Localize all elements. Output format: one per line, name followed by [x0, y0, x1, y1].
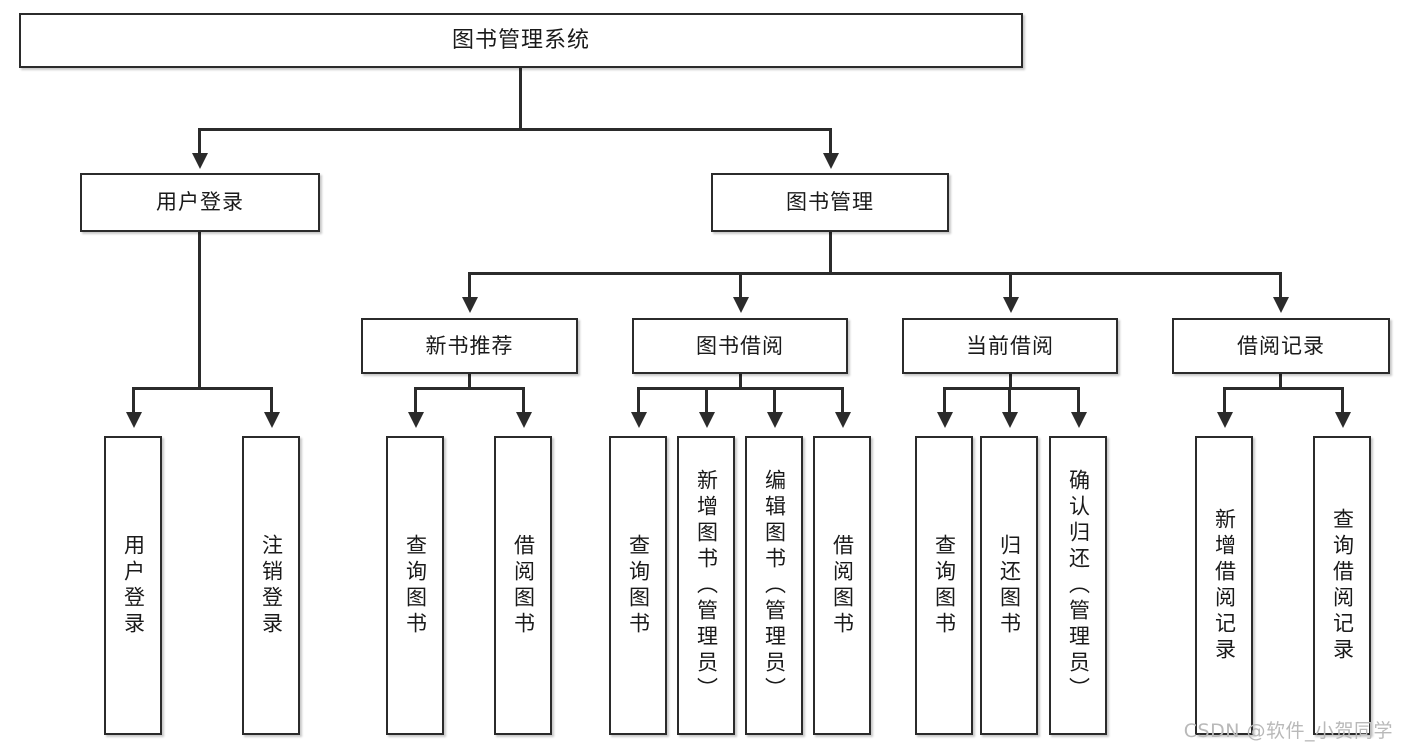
- node-label: 查询图书: [932, 533, 957, 638]
- arrowhead-leaf-query-record: [1334, 412, 1351, 428]
- connector-user-login-drop-2: [270, 387, 273, 415]
- node-label: 新书推荐: [425, 333, 514, 358]
- leaf-user-login[interactable]: 用户登录: [104, 436, 162, 735]
- connector-to-borrow-record: [1279, 272, 1282, 300]
- leaf-add-book[interactable]: 新增图书（管理员）: [677, 436, 735, 735]
- node-user-login[interactable]: 用户登录: [80, 173, 320, 232]
- connector-new-book-rec-drop-1: [414, 387, 417, 415]
- connector-to-new-book-rec: [468, 272, 471, 300]
- node-label: 用户登录: [156, 190, 244, 215]
- leaf-add-record[interactable]: 新增借阅记录: [1195, 436, 1253, 735]
- leaf-borrow-book-1[interactable]: 借阅图书: [494, 436, 552, 735]
- node-borrow-record[interactable]: 借阅记录: [1172, 318, 1390, 374]
- connector-root-bus: [198, 128, 832, 131]
- node-label: 借阅记录: [1237, 333, 1325, 358]
- leaf-borrow-book-2[interactable]: 借阅图书: [813, 436, 871, 735]
- connector-book-manage-stem: [829, 232, 832, 274]
- leaf-query-book-1[interactable]: 查询图书: [386, 436, 444, 735]
- node-current-borrow[interactable]: 当前借阅: [902, 318, 1118, 374]
- leaf-query-record[interactable]: 查询借阅记录: [1313, 436, 1371, 735]
- connector-current-borrow-drop-2: [1008, 387, 1011, 415]
- connector-book-manage-bus: [468, 272, 1282, 275]
- connector-root-to-book-manage: [829, 128, 832, 156]
- node-label: 当前借阅: [966, 333, 1054, 358]
- arrowhead-book-manage: [822, 153, 839, 169]
- leaf-edit-book[interactable]: 编辑图书（管理员）: [745, 436, 803, 735]
- arrowhead-leaf-add-record: [1216, 412, 1233, 428]
- node-book-borrow[interactable]: 图书借阅: [632, 318, 848, 374]
- leaf-query-book-2[interactable]: 查询图书: [609, 436, 667, 735]
- connector-current-borrow-drop-3: [1077, 387, 1080, 415]
- arrowhead-borrow-record: [1272, 297, 1289, 313]
- arrowhead-leaf-query-book-3: [936, 412, 953, 428]
- arrowhead-leaf-query-book-1: [407, 412, 424, 428]
- connector-book-borrow-stem: [739, 374, 742, 389]
- node-new-book-rec[interactable]: 新书推荐: [361, 318, 578, 374]
- connector-to-current-borrow: [1009, 272, 1012, 300]
- connector-root-stem: [519, 68, 522, 130]
- connector-user-login-drop-1: [132, 387, 135, 415]
- connector-current-borrow-stem: [1009, 374, 1012, 389]
- arrowhead-leaf-query-book-2: [630, 412, 647, 428]
- node-label: 查询图书: [403, 533, 428, 638]
- node-label: 新增图书（管理员）: [694, 468, 719, 703]
- connector-borrow-record-stem: [1279, 374, 1282, 389]
- arrowhead-leaf-confirm-return: [1070, 412, 1087, 428]
- connector-book-borrow-drop-2: [705, 387, 708, 415]
- watermark-text: CSDN @软件_小贺同学: [1183, 720, 1393, 742]
- connector-user-login-bus: [132, 387, 272, 390]
- arrowhead-leaf-borrow-book-2: [834, 412, 851, 428]
- leaf-user-logout[interactable]: 注销登录: [242, 436, 300, 735]
- connector-new-book-rec-bus: [414, 387, 524, 390]
- connector-borrow-record-drop-1: [1223, 387, 1226, 415]
- arrowhead-book-borrow: [732, 297, 749, 313]
- arrowhead-current-borrow: [1002, 297, 1019, 313]
- arrowhead-leaf-user-logout: [263, 412, 280, 428]
- node-label: 查询图书: [626, 533, 651, 638]
- connector-borrow-record-bus: [1223, 387, 1343, 390]
- node-label: 借阅图书: [511, 533, 536, 638]
- arrowhead-leaf-edit-book: [766, 412, 783, 428]
- node-label: 图书管理系统: [451, 27, 590, 53]
- arrowhead-user-login: [191, 153, 208, 169]
- node-label: 借阅图书: [830, 533, 855, 638]
- node-label: 查询借阅记录: [1330, 507, 1355, 664]
- leaf-query-book-3[interactable]: 查询图书: [915, 436, 973, 735]
- connector-new-book-rec-stem: [468, 374, 471, 389]
- node-label: 确认归还（管理员）: [1066, 468, 1091, 703]
- node-label: 图书管理: [786, 190, 874, 215]
- arrowhead-leaf-user-login: [125, 412, 142, 428]
- node-label: 图书借阅: [696, 333, 784, 358]
- node-label: 注销登录: [259, 533, 284, 638]
- leaf-confirm-return[interactable]: 确认归还（管理员）: [1049, 436, 1107, 735]
- arrowhead-leaf-add-book: [698, 412, 715, 428]
- arrowhead-leaf-borrow-book-1: [515, 412, 532, 428]
- connector-root-to-user-login: [198, 128, 201, 156]
- connector-current-borrow-bus: [943, 387, 1079, 390]
- node-label: 用户登录: [121, 533, 146, 638]
- node-label: 归还图书: [997, 533, 1022, 638]
- connector-book-borrow-drop-4: [841, 387, 844, 415]
- connector-borrow-record-drop-2: [1341, 387, 1344, 415]
- connector-to-book-borrow: [739, 272, 742, 300]
- arrowhead-leaf-return-book: [1001, 412, 1018, 428]
- leaf-return-book[interactable]: 归还图书: [980, 436, 1038, 735]
- connector-current-borrow-drop-1: [943, 387, 946, 415]
- connector-book-borrow-drop-1: [637, 387, 640, 415]
- node-label: 新增借阅记录: [1212, 507, 1237, 664]
- node-root-system[interactable]: 图书管理系统: [19, 13, 1023, 68]
- arrowhead-new-book-rec: [461, 297, 478, 313]
- connector-user-login-stem: [198, 232, 201, 389]
- node-label: 编辑图书（管理员）: [762, 468, 787, 703]
- node-book-manage[interactable]: 图书管理: [711, 173, 949, 232]
- connector-new-book-rec-drop-2: [522, 387, 525, 415]
- connector-book-borrow-bus: [637, 387, 843, 390]
- connector-book-borrow-drop-3: [773, 387, 776, 415]
